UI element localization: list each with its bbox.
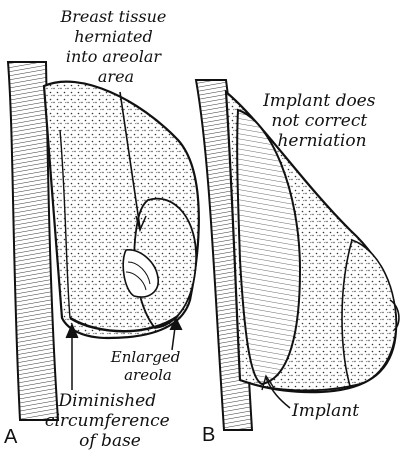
label-implant: Implant [291, 401, 359, 421]
implant-shape-b [237, 110, 300, 384]
label-breast-tissue: Breast tissue herniated into areolar are… [60, 7, 172, 86]
label-diminished-circumference: Diminished circumference of base [45, 391, 175, 450]
panel-letter-a: A [4, 426, 18, 448]
herniated-areola-b [342, 240, 396, 386]
panel-letter-b: B [202, 424, 215, 446]
label-implant-does-not-correct: Implant does not correct herniation [262, 91, 381, 151]
label-enlarged-areola: Enlarged areola [110, 348, 185, 384]
